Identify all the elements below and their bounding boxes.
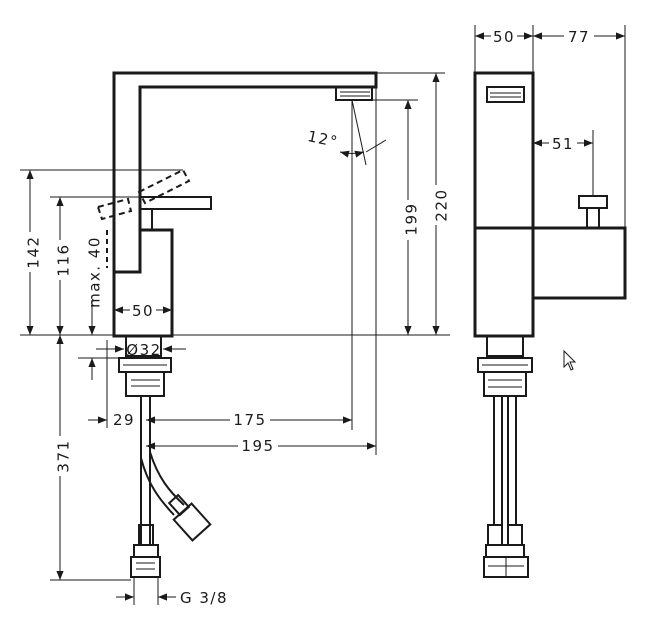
dim-hose-length: 371 bbox=[55, 439, 73, 472]
base-shank bbox=[125, 335, 162, 357]
mouse-pointer-icon bbox=[563, 349, 577, 371]
dim-base-diameter: Ø32 bbox=[126, 341, 161, 359]
dim-spout-reach: 175 bbox=[233, 411, 266, 429]
front-view bbox=[96, 71, 387, 578]
side-view bbox=[473, 71, 627, 578]
body bbox=[112, 228, 174, 338]
lever-raised-outline bbox=[96, 168, 191, 268]
mount-washer bbox=[125, 371, 165, 397]
dim-deck-offset: 29 bbox=[113, 411, 135, 429]
hose-fitting-bottom bbox=[133, 544, 159, 558]
hose-branch bbox=[149, 451, 185, 506]
dim-connection-thread: G 3/8 bbox=[180, 589, 228, 607]
dim-side-width: 50 bbox=[493, 28, 515, 46]
dim-max-deck: max. 40 bbox=[86, 236, 104, 308]
aerator bbox=[335, 86, 373, 101]
dim-lever-height-raised: 142 bbox=[25, 235, 43, 268]
dim-total-height: 220 bbox=[433, 188, 451, 221]
dim-overall-reach: 195 bbox=[241, 437, 274, 455]
lever-stem bbox=[139, 208, 153, 231]
dim-body-width: 50 bbox=[132, 302, 154, 320]
side-handle-block bbox=[531, 226, 627, 300]
hose-fitting-angled bbox=[172, 502, 212, 542]
spout bbox=[112, 71, 378, 274]
dim-side-lever-offset: 51 bbox=[552, 135, 574, 153]
dim-spout-angle: 12° bbox=[306, 127, 340, 151]
side-dimensions: 50 77 51 bbox=[474, 25, 626, 228]
front-dimensions: 220 199 12° 142 116 max. 40 50 Ø32 29 bbox=[20, 72, 451, 607]
dim-spout-height: 199 bbox=[403, 202, 421, 235]
side-aerator bbox=[486, 86, 525, 103]
side-lever-knob bbox=[578, 195, 608, 209]
side-body bbox=[473, 226, 535, 338]
dim-side-depth: 77 bbox=[568, 28, 590, 46]
dim-lever-height: 116 bbox=[55, 243, 73, 276]
lever bbox=[139, 196, 212, 210]
